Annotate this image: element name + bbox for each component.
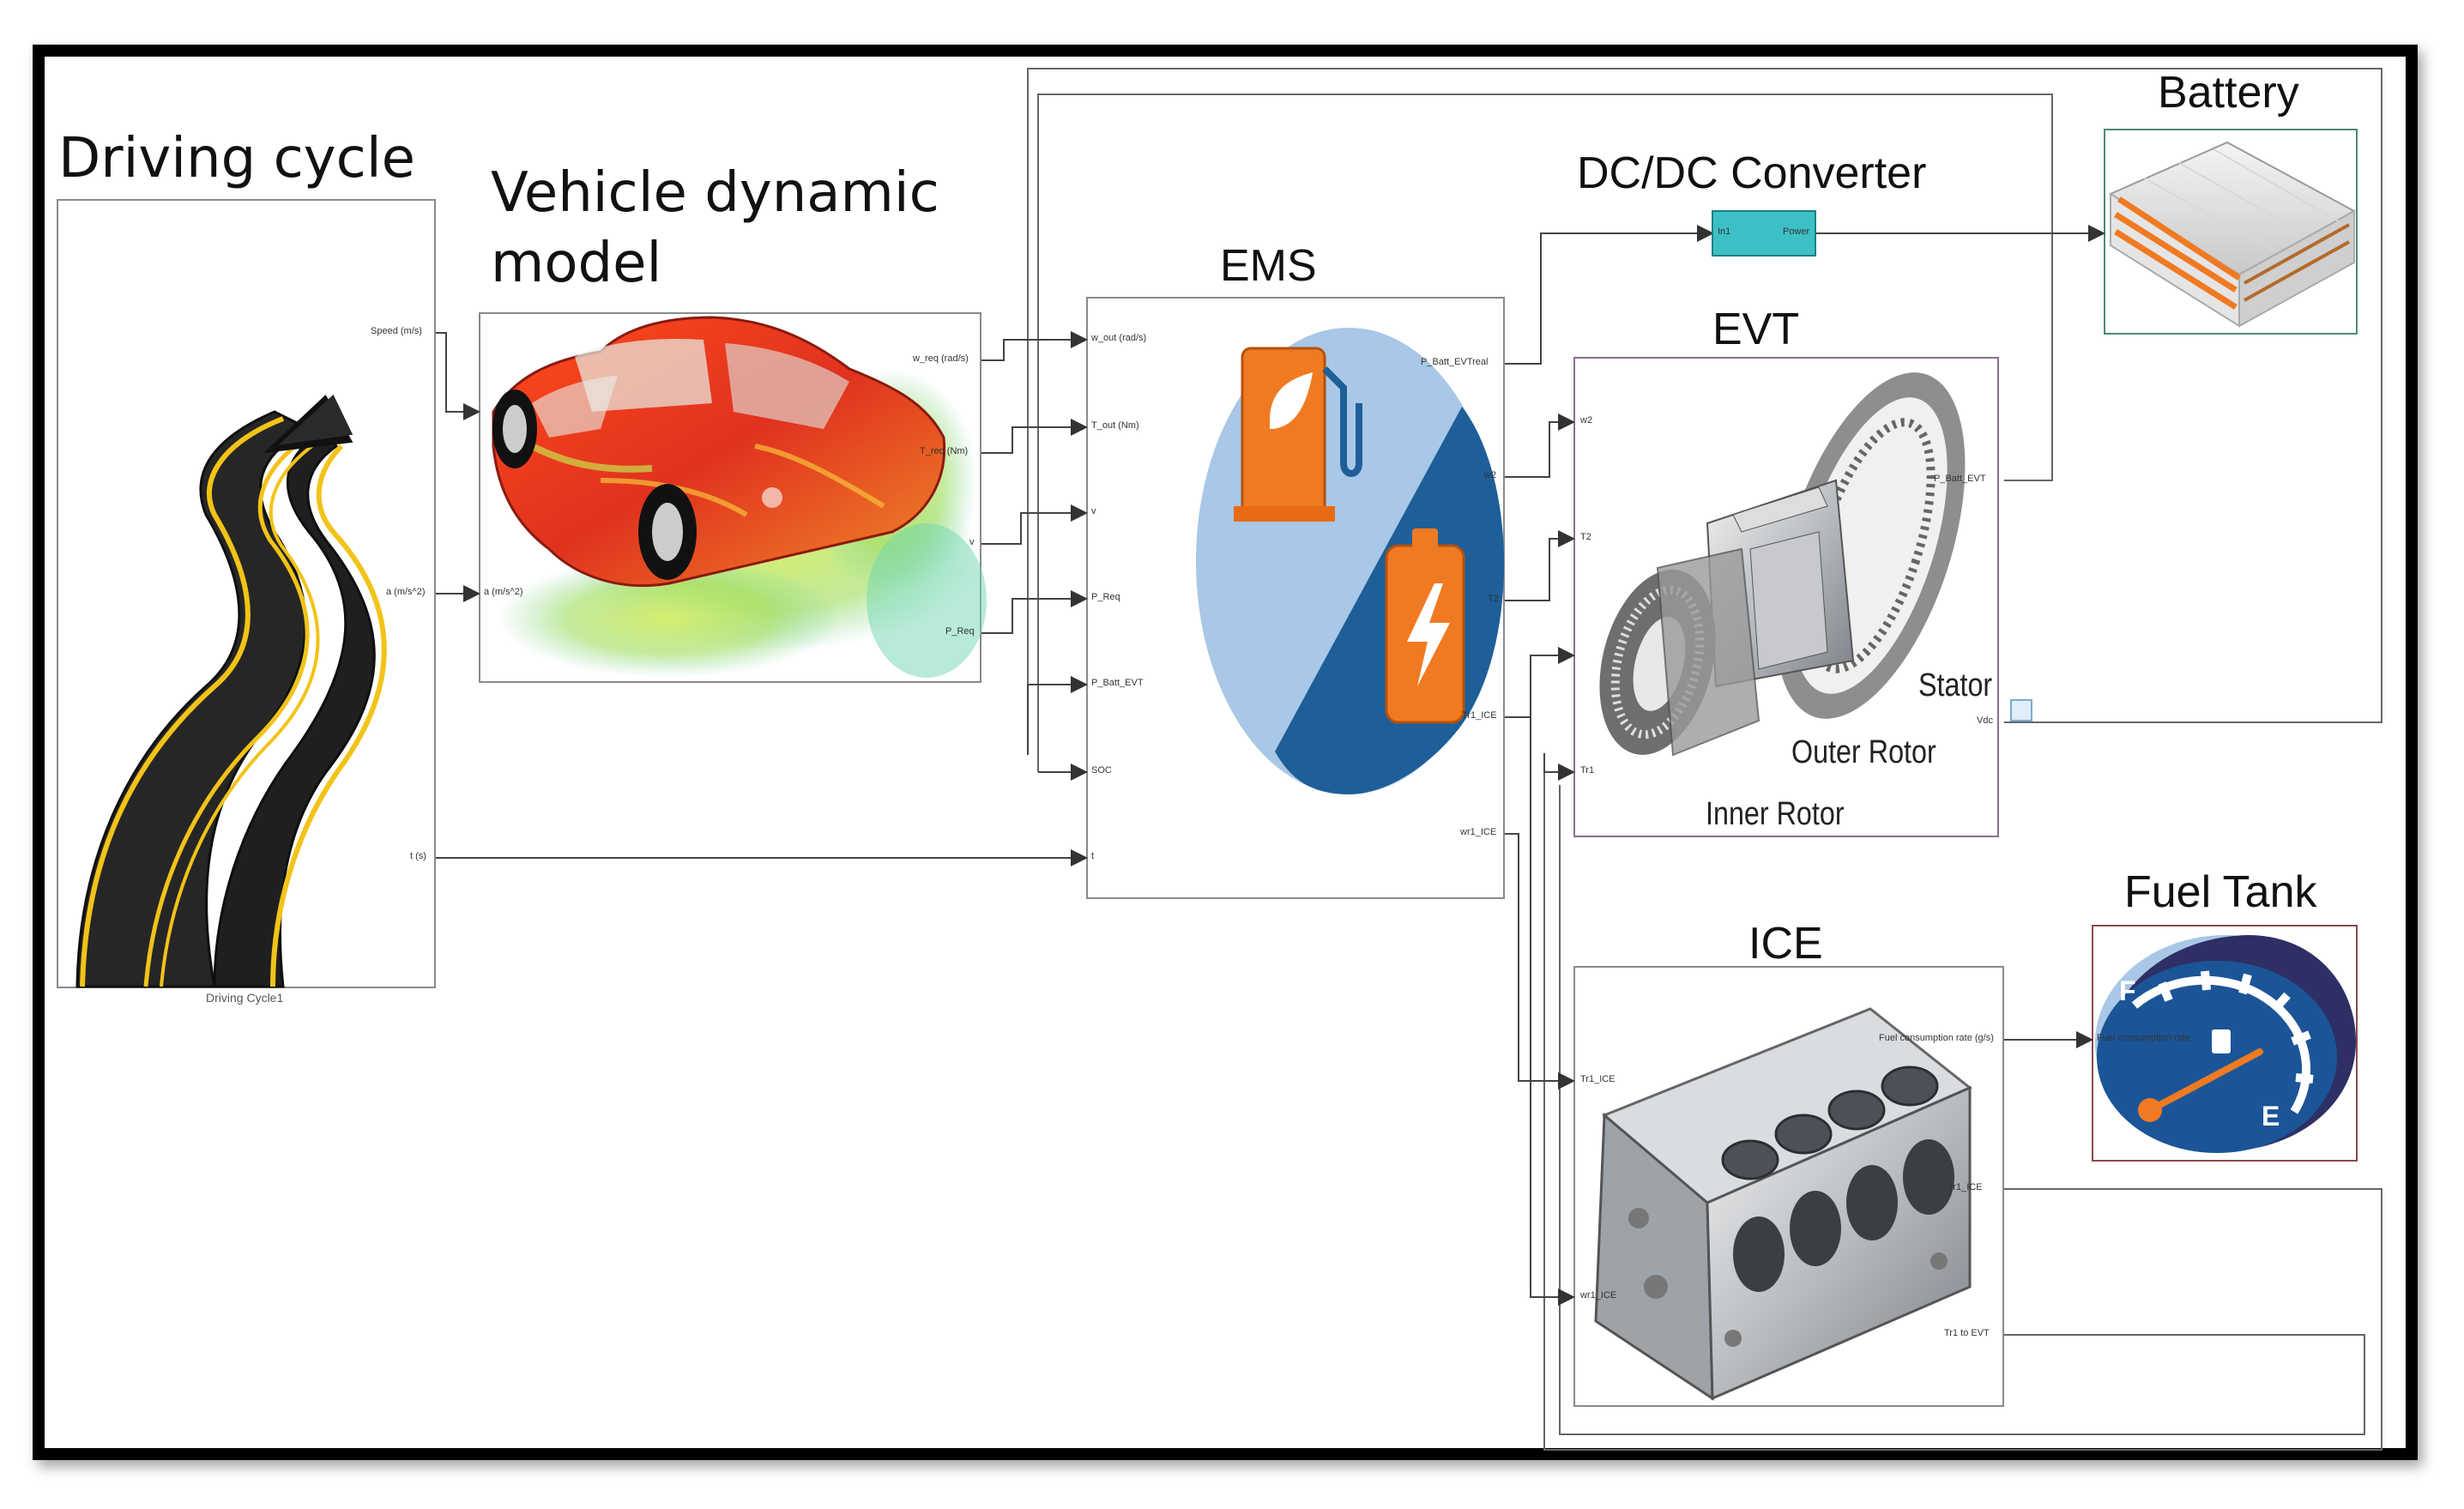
ice-title: ICE <box>1748 919 1823 969</box>
port-ice-out-tr1evt: Tr1 to EVT <box>1944 1328 1990 1338</box>
evt-outer-rotor-label: Outer Rotor <box>1791 734 1936 770</box>
road-illustration <box>75 394 387 988</box>
port-veh-v: v <box>969 537 975 547</box>
fuel-gauge-full: F <box>2119 975 2136 1006</box>
fuel-gauge-illustration <box>2095 935 2356 1153</box>
fuel-tank-title: Fuel Tank <box>2124 867 2317 917</box>
ems-title: EMS <box>1220 241 1317 291</box>
evt-scope-icon <box>2010 699 2032 721</box>
port-evt-out-v: Vdc <box>1977 715 1993 726</box>
driving-cycle-title: Driving cycle <box>58 127 415 190</box>
car-illustration <box>492 316 987 678</box>
fuel-gauge-needle <box>2147 1048 2263 1114</box>
port-ems-t-in: t <box>1091 851 1095 861</box>
port-drive-speed: Speed (m/s) <box>371 326 422 336</box>
wire-ice-tr1-loop <box>1543 753 2382 1451</box>
ice-illustration <box>1594 1007 1972 1401</box>
battery-title: Battery <box>2158 68 2299 118</box>
port-ems-p: P_Req <box>1091 592 1120 602</box>
dcdc-title: DC/DC Converter <box>1577 148 1927 198</box>
wire-vdc-soc-loop <box>1027 68 2382 755</box>
port-evt-w2: w2 <box>1580 415 1593 426</box>
port-ice-tr1: Tr1_ICE <box>1580 1074 1615 1084</box>
port-ems-v: v <box>1091 506 1096 516</box>
port-fuel-in: Fuel consumption rate <box>2097 1033 2190 1043</box>
battery-illustration <box>2108 141 2357 328</box>
evt-stator-label: Stator <box>1918 667 1993 703</box>
wire-pbatt-evt-loop <box>1037 94 2053 772</box>
port-drive-accel: a (m/s^2) <box>386 587 426 597</box>
port-ems-soc: SOC <box>1091 765 1112 776</box>
port-veh-in-accel: a (m/s^2) <box>484 587 523 597</box>
port-ems-out-wr1: wr1_ICE <box>1460 827 1497 837</box>
port-ems-t: T_out (Nm) <box>1091 420 1139 431</box>
evt-inner-rotor-label: Inner Rotor <box>1706 796 1845 832</box>
port-ems-out-w2: w2 <box>1484 470 1497 480</box>
dcdc-block <box>1712 210 1816 257</box>
vehicle-model-title-1: Vehicle dynamic <box>491 161 939 225</box>
port-ems-out-tr1: Tr1_ICE <box>1462 710 1497 721</box>
wire-ice-evt-loop <box>1559 785 2365 1435</box>
evt-title: EVT <box>1712 305 1800 354</box>
port-ems-out-t2: T2 <box>1488 594 1499 604</box>
port-veh-t: T_req (Nm) <box>920 446 969 456</box>
driving-cycle-caption: Driving Cycle1 <box>206 991 284 1005</box>
port-evt-out-pbatt: P_Batt_EVT <box>1934 474 1986 484</box>
port-drive-time: t (s) <box>410 851 426 861</box>
port-ems-w: w_out (rad/s) <box>1091 333 1147 343</box>
port-veh-p: P_Req <box>945 626 975 637</box>
port-ice-wr1: wr1_ICE <box>1580 1290 1617 1301</box>
fuel-gauge-empty: E <box>2262 1101 2280 1132</box>
port-ice-out-tr1: Tr1_ICE <box>1948 1182 1983 1192</box>
ems-illustration <box>1196 328 1505 794</box>
evt-illustration <box>1599 372 1966 757</box>
port-veh-w: w_req (rad/s) <box>913 353 969 364</box>
port-ems-pbatt: P_Batt_EVT <box>1091 678 1144 688</box>
port-dcdc-in: In1 <box>1718 226 1731 237</box>
vehicle-model-title-2: model <box>491 232 662 295</box>
port-ice-out-fuel: Fuel consumption rate (g/s) <box>1879 1033 1994 1043</box>
port-evt-t2: T2 <box>1580 532 1591 542</box>
port-evt-tr1: Tr1 <box>1580 765 1595 776</box>
port-dcdc-out: Power <box>1783 226 1810 237</box>
port-ems-out-pbatt: P_Batt_EVTreal <box>1421 357 1489 367</box>
